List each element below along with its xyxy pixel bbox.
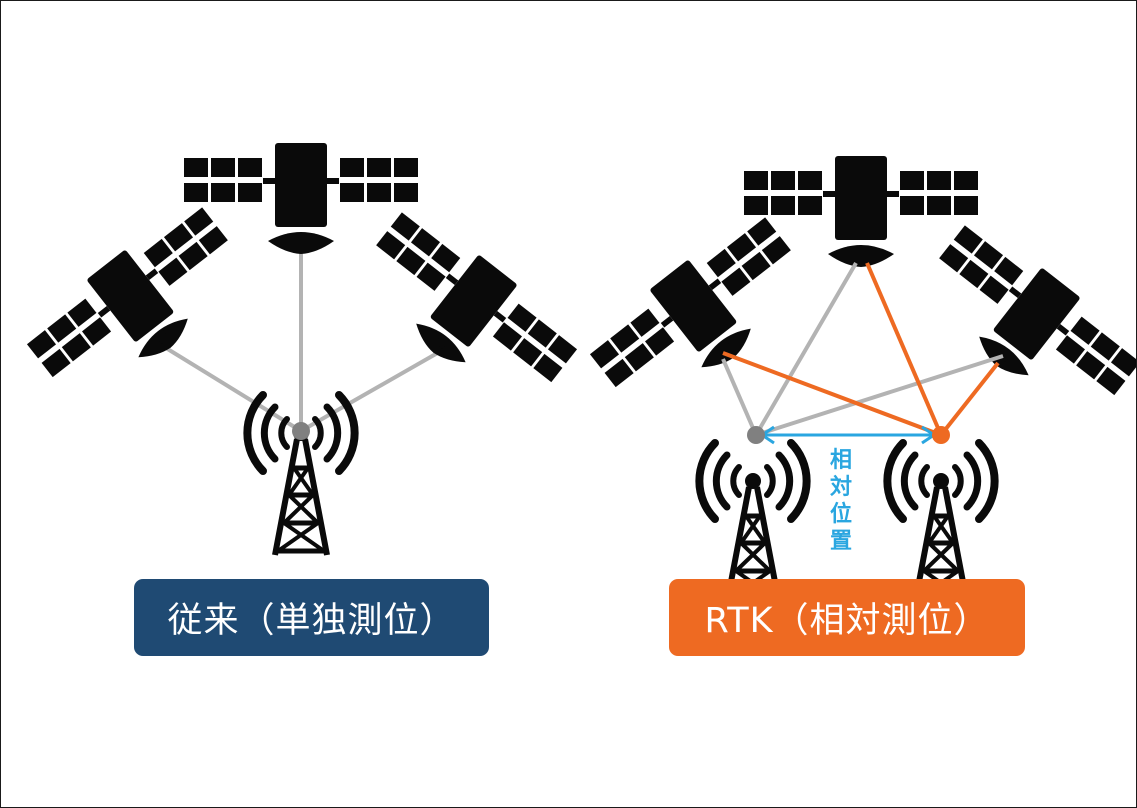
receiver-point bbox=[292, 422, 310, 440]
signal-line bbox=[755, 354, 1004, 437]
signal-line bbox=[300, 349, 442, 433]
signal-line bbox=[865, 262, 943, 436]
signal-line bbox=[939, 361, 1000, 437]
standalone-positioning-label: 従来（単独測位） bbox=[134, 579, 489, 656]
signal-line bbox=[722, 351, 942, 437]
signal-line bbox=[754, 261, 858, 437]
rover-point bbox=[932, 426, 950, 444]
label-text: 従来（単独測位） bbox=[167, 601, 456, 641]
satellite-icon bbox=[908, 214, 1136, 435]
satellite-icon bbox=[581, 206, 822, 427]
signal-line bbox=[164, 346, 303, 433]
rtk-positioning-label: RTK（相対測位） bbox=[669, 579, 1025, 656]
signal-line bbox=[721, 358, 758, 436]
left-signal-lines bbox=[164, 253, 442, 433]
right-orange-lines bbox=[722, 262, 1000, 437]
satellite-icon bbox=[345, 201, 586, 422]
base-station-point bbox=[747, 426, 765, 444]
label-text: RTK（相対測位） bbox=[704, 601, 990, 641]
right-gray-lines bbox=[721, 261, 1004, 437]
relative-position-label: 相対位置 bbox=[829, 448, 852, 554]
